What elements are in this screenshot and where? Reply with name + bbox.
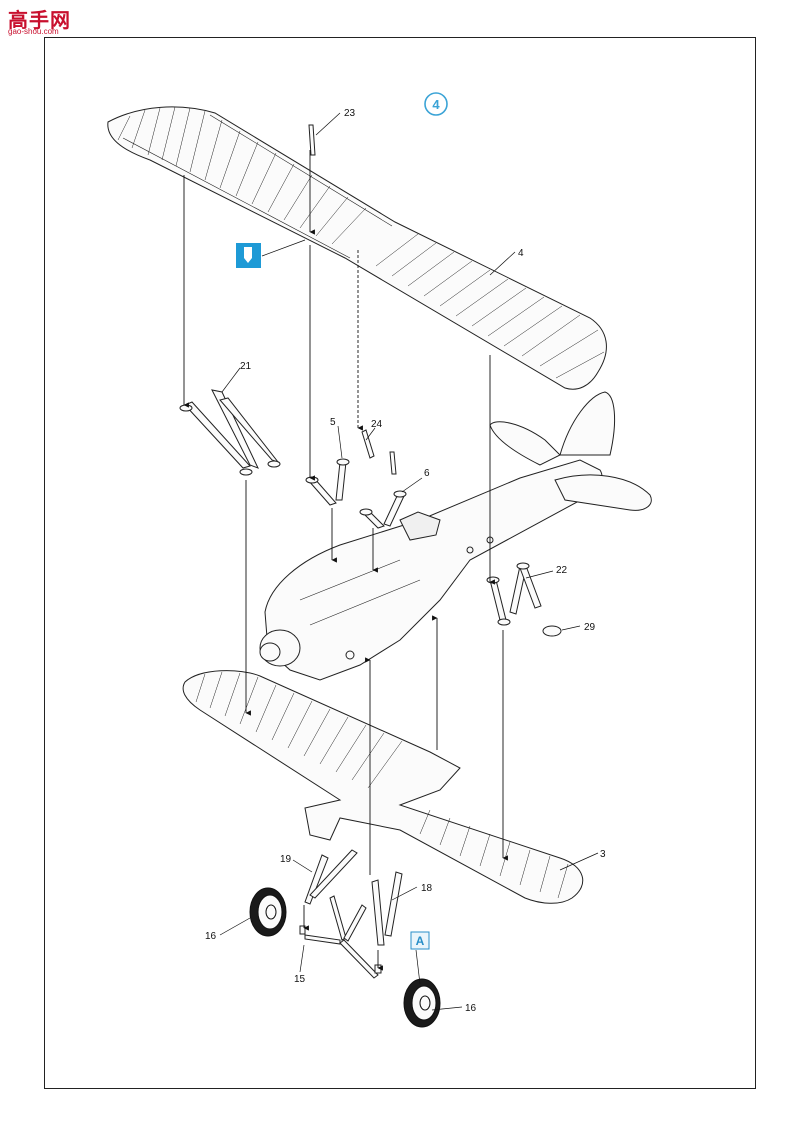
strut-6 [359,490,407,529]
part-label-5: 5 [330,417,336,428]
part-label-16-right: 16 [465,1003,477,1014]
part-label-29: 29 [584,622,596,633]
watermark-logo: 高手网 gao-shou.com [6,4,76,38]
lower-wing [182,670,584,904]
part-label-22: 22 [556,565,568,576]
strut-assembly-21 [179,389,281,476]
antenna-mast-23 [308,124,316,156]
part-label-18: 18 [421,883,433,894]
fuselage [259,391,652,681]
part-29 [542,625,562,637]
part-label-3: 3 [600,849,606,860]
wheel-right [403,978,441,1028]
part-label-21: 21 [240,361,252,372]
strut-assembly-22 [486,562,542,626]
wheel-left [249,887,287,937]
part-label-6: 6 [424,468,430,479]
step-marker: 4 [424,92,448,116]
strut-5 [305,458,350,506]
page-frame [44,37,756,1089]
strut-24 [361,429,397,475]
watermark-title: 高手网 [8,8,71,32]
part-label-16-left: 16 [205,931,217,942]
leader-lines [219,112,599,1011]
part-label-4: 4 [518,248,524,259]
glue-icon [236,239,306,268]
part-label-23: 23 [344,108,356,119]
step-number: 4 [432,97,440,112]
part-labels: 23 4 21 5 24 6 22 29 3 19 18 16 15 16 [205,108,606,1014]
part-label-19: 19 [280,854,292,865]
landing-gear [299,849,403,979]
part-label-15: 15 [294,974,306,985]
part-label-24: 24 [371,419,383,430]
assembly-arrows [183,150,508,971]
callout-a-letter: A [416,934,425,948]
upper-wing [107,106,607,390]
watermark-url: gao-shou.com [8,27,59,36]
callout-a: A [410,931,430,950]
